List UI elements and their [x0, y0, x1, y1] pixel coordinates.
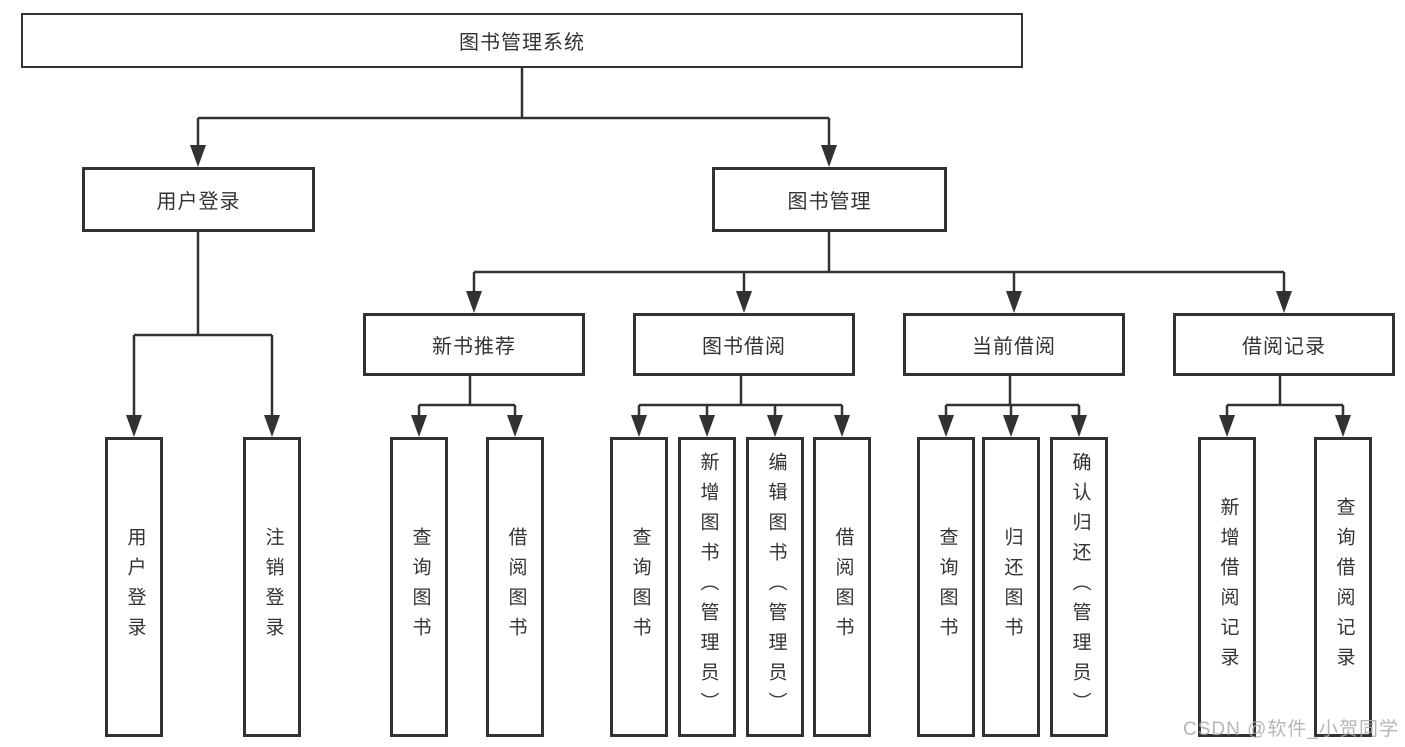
leaf-return-books: 归还图书 — [982, 437, 1040, 737]
node-label: 图书借阅 — [702, 336, 786, 358]
node-book-borrowing: 图书借阅 — [633, 313, 855, 376]
node-label: 新书推荐 — [432, 336, 516, 358]
node-label: 图书管理系统 — [459, 32, 585, 54]
leaf-label: 借阅图书 — [505, 527, 527, 647]
leaf-label: 查询图书 — [629, 527, 651, 647]
leaf-query-books-recommend: 查询图书 — [390, 437, 448, 737]
leaf-query-borrow-record: 查询借阅记录 — [1314, 437, 1372, 737]
node-label: 借阅记录 — [1242, 336, 1326, 358]
node-borrowing-records: 借阅记录 — [1173, 313, 1395, 376]
leaf-label: 新增图书（管理员） — [697, 452, 719, 722]
node-user-login: 用户登录 — [82, 167, 315, 232]
leaf-edit-books-admin: 编辑图书（管理员） — [746, 437, 804, 737]
csdn-watermark: CSDN @软件_小贺同学 — [1183, 719, 1399, 740]
node-book-management: 图书管理 — [712, 167, 947, 232]
node-library-management-system: 图书管理系统 — [21, 13, 1023, 68]
leaf-add-books-admin: 新增图书（管理员） — [678, 437, 736, 737]
node-new-book-recommendation: 新书推荐 — [363, 313, 585, 376]
leaf-query-books-current: 查询图书 — [917, 437, 975, 737]
leaf-label: 查询图书 — [409, 527, 431, 647]
node-label: 图书管理 — [787, 191, 872, 213]
leaf-label: 归还图书 — [1001, 527, 1023, 647]
leaf-label: 确认归还（管理员） — [1069, 452, 1091, 722]
leaf-label: 查询借阅记录 — [1333, 497, 1355, 677]
leaf-label: 编辑图书（管理员） — [765, 452, 787, 722]
leaf-confirm-return-admin: 确认归还（管理员） — [1050, 437, 1108, 737]
leaf-label: 注销登录 — [262, 527, 284, 647]
leaf-logout: 注销登录 — [243, 437, 301, 737]
leaf-label: 借阅图书 — [832, 527, 854, 647]
node-label: 用户登录 — [156, 191, 241, 213]
leaf-query-books-borrow: 查询图书 — [610, 437, 668, 737]
leaf-label: 查询图书 — [936, 527, 958, 647]
leaf-label: 用户登录 — [124, 527, 146, 647]
leaf-user-login: 用户登录 — [105, 437, 163, 737]
leaf-borrow-books-recommend: 借阅图书 — [486, 437, 544, 737]
leaf-label: 新增借阅记录 — [1217, 497, 1239, 677]
node-label: 当前借阅 — [972, 336, 1056, 358]
leaf-borrow-books: 借阅图书 — [813, 437, 871, 737]
node-current-borrowing: 当前借阅 — [903, 313, 1125, 376]
leaf-add-borrow-record: 新增借阅记录 — [1198, 437, 1256, 737]
